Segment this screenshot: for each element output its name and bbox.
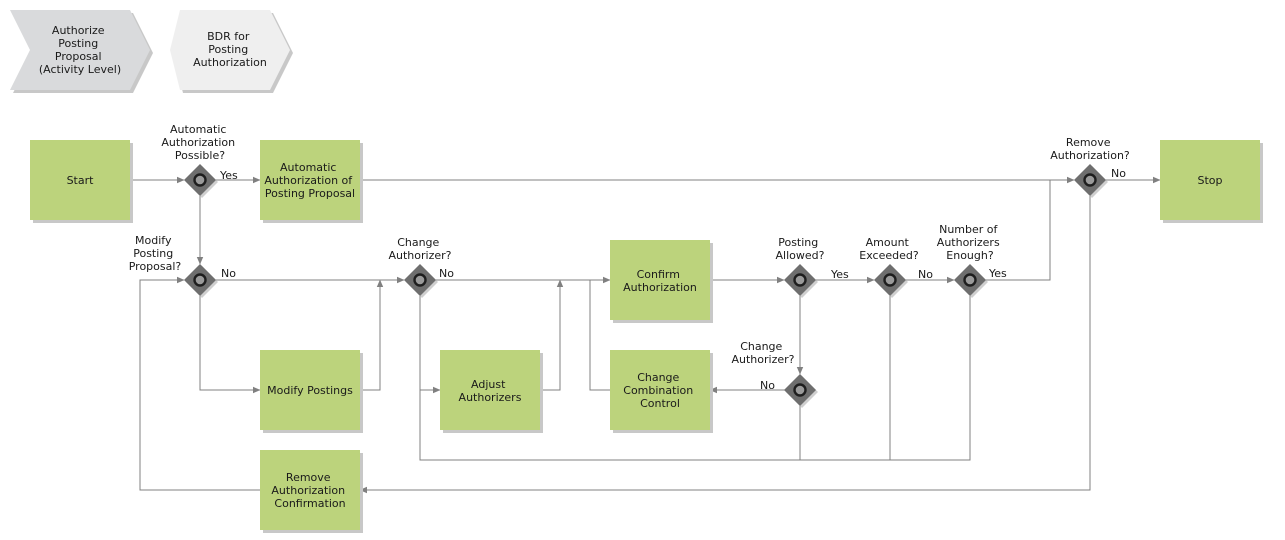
node-remove-authorization-confirmation[interactable]: Remove Authorization Confirmation — [260, 450, 363, 533]
decision-change-authorizer-1-label: Change Authorizer? — [389, 236, 452, 262]
decision-auto-possible[interactable] — [184, 164, 218, 198]
edge-label-change-auth-2-no: No — [760, 379, 775, 392]
edge-change-auth-2-yes-loop — [419, 390, 801, 461]
node-change-combination-control-label: Change Combination Control — [623, 371, 696, 410]
edge-label-auto-yes: Yes — [219, 169, 238, 182]
node-stop[interactable]: Stop — [1160, 140, 1263, 223]
chevron-authorize-posting-proposal[interactable]: Authorize Posting Proposal (Activity Lev… — [10, 10, 153, 93]
edge-label-enough-yes: Yes — [988, 267, 1007, 280]
decision-posting-allowed[interactable] — [784, 264, 818, 298]
edge-label-posting-yes: Yes — [830, 268, 849, 281]
edge-modify-yes-to-modify-postings — [199, 296, 261, 394]
decision-change-authorizer-1[interactable] — [404, 264, 438, 298]
edge-label-modify-no: No — [221, 267, 236, 280]
chevron-2-label: BDR for Posting Authorization — [193, 30, 267, 69]
edge-label-amount-no: No — [918, 268, 933, 281]
edge-remove-yes-to-remove-confirmation — [359, 196, 1091, 494]
node-remove-authorization-confirmation-label: Remove Authorization Confirmation — [271, 471, 348, 510]
node-automatic-authorization-label: Automatic Authorization of Posting Propo… — [264, 161, 355, 200]
decision-change-authorizer-2-label: Change Authorizer? — [732, 340, 795, 366]
decision-number-enough-label: Number of Authorizers Enough? — [937, 223, 1003, 262]
decision-remove-authorization-label: Remove Authorization? — [1050, 136, 1130, 162]
node-adjust-authorizers-label: Adjust Authorizers — [459, 378, 522, 404]
node-change-combination-control[interactable]: Change Combination Control — [610, 350, 713, 433]
edge-amount-yes-loop — [800, 296, 891, 461]
decision-amount-exceeded-label: Amount Exceeded? — [859, 236, 919, 262]
node-automatic-authorization[interactable]: Automatic Authorization of Posting Propo… — [260, 140, 363, 223]
decision-amount-exceeded[interactable] — [874, 264, 908, 298]
decision-modify-proposal-label: Modify Posting Proposal? — [129, 234, 182, 273]
edge-remove-confirmation-to-modify-decision — [139, 276, 260, 491]
node-start[interactable]: Start — [30, 140, 133, 223]
edge-label-change-auth-no: No — [439, 267, 454, 280]
decision-modify-proposal[interactable] — [184, 264, 218, 298]
edge-adjust-to-confirm — [540, 279, 564, 391]
decision-number-enough[interactable] — [954, 264, 988, 298]
decision-change-authorizer-2[interactable] — [784, 374, 818, 408]
node-confirm-authorization[interactable]: Confirm Authorization — [610, 240, 713, 323]
node-modify-postings[interactable]: Modify Postings — [260, 350, 363, 433]
node-confirm-authorization-label: Confirm Authorization — [623, 268, 697, 294]
node-stop-label: Stop — [1197, 174, 1222, 187]
decision-remove-authorization[interactable] — [1074, 164, 1108, 198]
edge-label-remove-no: No — [1111, 167, 1126, 180]
node-modify-postings-label: Modify Postings — [267, 384, 353, 397]
edges — [130, 176, 1161, 494]
chevron-1-label: Authorize Posting Proposal (Activity Lev… — [39, 24, 121, 76]
edge-modify-postings-to-change-auth — [360, 279, 384, 391]
edge-enough-no-loop — [890, 296, 971, 461]
decision-auto-possible-label: Automatic Authorization Possible? — [161, 123, 238, 162]
chevron-bdr-posting-authorization[interactable]: BDR for Posting Authorization — [170, 10, 293, 93]
node-start-label: Start — [67, 174, 95, 187]
node-adjust-authorizers[interactable]: Adjust Authorizers — [440, 350, 543, 433]
decision-posting-allowed-label: Posting Allowed? — [776, 236, 825, 262]
edge-change-auth-yes-to-adjust — [419, 296, 441, 394]
edge-change-combination-to-confirm — [589, 280, 610, 391]
edge-enough-yes-to-remove-decision — [984, 180, 1051, 281]
